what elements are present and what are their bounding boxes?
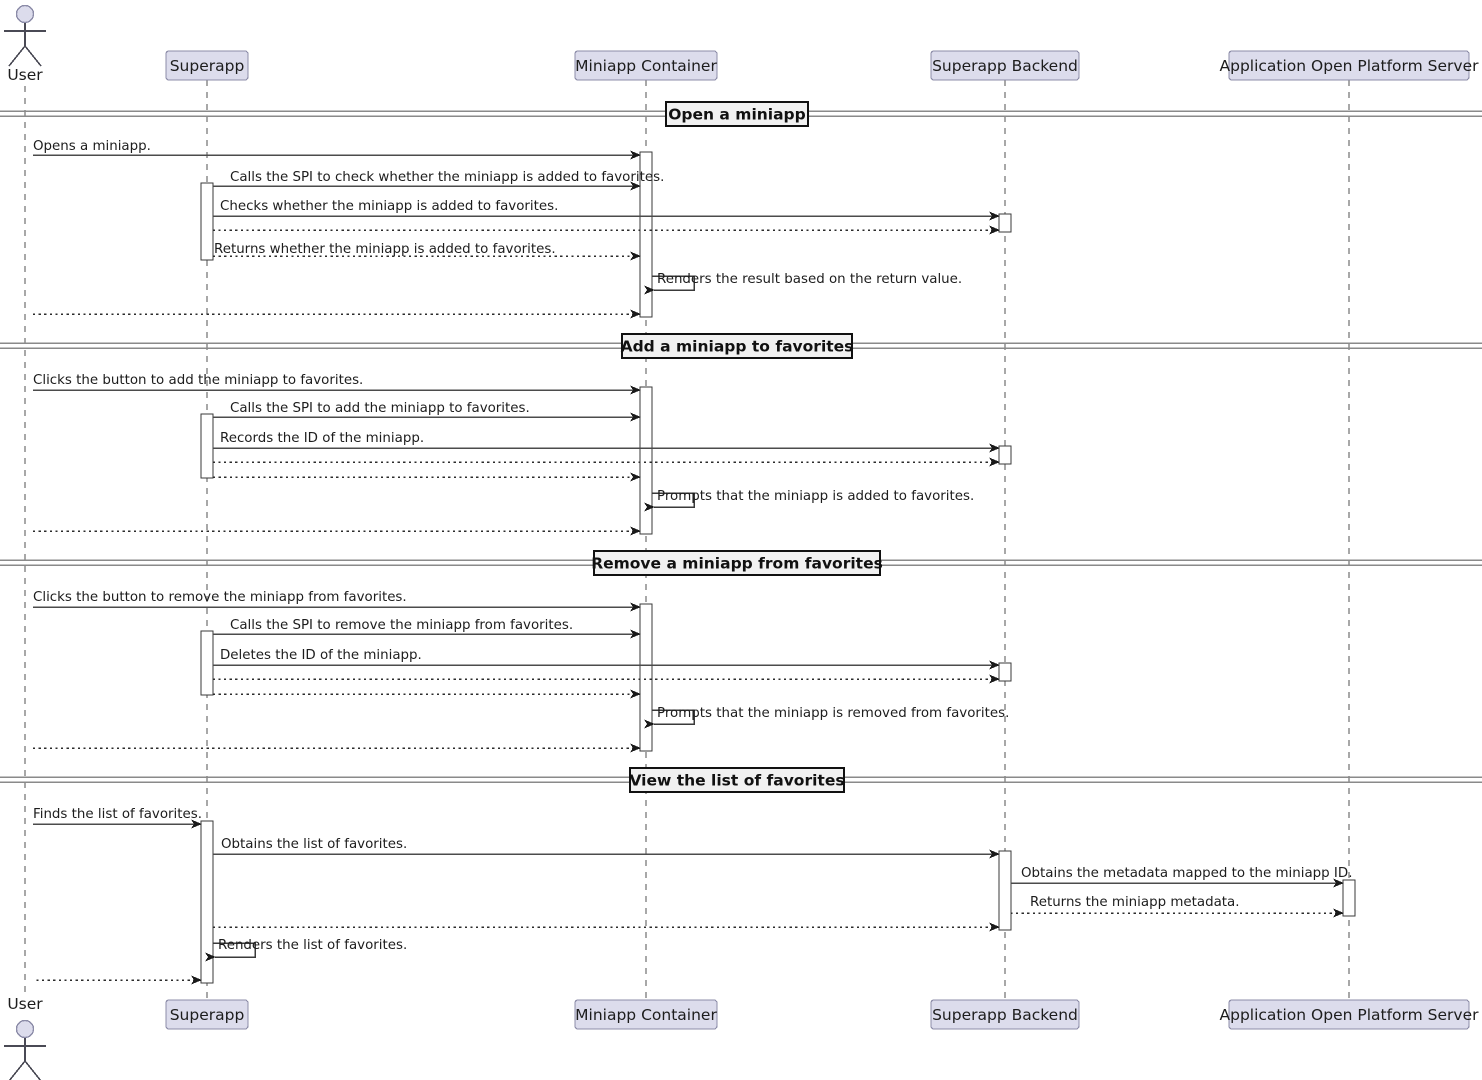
- message-m22: Finds the list of favorites.: [33, 807, 202, 829]
- participant-label-backend: Superapp Backend: [932, 1006, 1078, 1024]
- participant-container-header[interactable]: Miniapp Container: [574, 50, 718, 81]
- message-label-m9: Calls the SPI to add the miniapp to favo…: [230, 401, 530, 416]
- message-m3: Checks whether the miniapp is added to f…: [213, 199, 1000, 221]
- participant-label-platform: Application Open Platform Server: [1220, 1006, 1480, 1024]
- message-m17: Deletes the ID of the miniapp.: [213, 648, 1000, 670]
- participant-superapp-footer[interactable]: Superapp: [165, 999, 249, 1030]
- message-label-m8: Clicks the button to add the miniapp to …: [33, 373, 363, 388]
- participant-label-backend: Superapp Backend: [932, 57, 1078, 75]
- message-m20: Prompts that the miniapp is removed from…: [644, 706, 1009, 729]
- section-divider-open-a-miniapp: Open a miniapp: [0, 100, 1482, 128]
- section-label-view-the-list-of-favorites: View the list of favorites: [629, 772, 844, 790]
- participant-superapp-header[interactable]: Superapp: [165, 50, 249, 81]
- actor-label-user: User: [7, 66, 43, 84]
- message-m9: Calls the SPI to add the miniapp to favo…: [213, 401, 641, 422]
- message-m8: Clicks the button to add the miniapp to …: [33, 373, 641, 395]
- participant-backend-header[interactable]: Superapp Backend: [930, 50, 1080, 81]
- message-m25: Returns the miniapp metadata.: [1011, 895, 1344, 918]
- lifelines-layer: [24, 80, 1350, 1000]
- message-label-m1: Opens a miniapp.: [33, 139, 151, 154]
- message-m27: Renders the list of favorites.: [205, 938, 407, 962]
- activation-bar-add-a-miniapp-to-favorites-container: [639, 386, 653, 535]
- message-label-m27: Renders the list of favorites.: [218, 938, 407, 953]
- activation-bar-open-a-miniapp-container: [639, 151, 653, 318]
- participant-platform-header[interactable]: Application Open Platform Server: [1220, 50, 1480, 81]
- message-label-m24: Obtains the metadata mapped to the minia…: [1021, 866, 1352, 881]
- participant-backend-footer[interactable]: Superapp Backend: [930, 999, 1080, 1030]
- participant-label-platform: Application Open Platform Server: [1220, 57, 1480, 75]
- section-divider-remove-a-miniapp-from-favorites: Remove a miniapp from favorites: [0, 549, 1482, 577]
- activation-bar-open-a-miniapp-backend: [998, 213, 1012, 233]
- activation-bar-view-the-list-of-favorites-backend: [998, 850, 1012, 931]
- message-label-m6: Renders the result based on the return v…: [657, 272, 962, 287]
- participant-label-superapp: Superapp: [170, 57, 245, 75]
- section-label-remove-a-miniapp-from-favorites: Remove a miniapp from favorites: [591, 555, 883, 573]
- message-label-m10: Records the ID of the miniapp.: [220, 431, 424, 446]
- message-label-m22: Finds the list of favorites.: [33, 807, 202, 822]
- activation-bar-remove-a-miniapp-from-favorites-backend: [998, 662, 1012, 682]
- message-m24: Obtains the metadata mapped to the minia…: [1011, 866, 1352, 888]
- message-m23: Obtains the list of favorites.: [213, 837, 1000, 859]
- message-label-m2: Calls the SPI to check whether the minia…: [230, 170, 664, 185]
- section-divider-view-the-list-of-favorites: View the list of favorites: [0, 766, 1482, 794]
- message-label-m13: Prompts that the miniapp is added to fav…: [657, 489, 974, 504]
- section-divider-add-a-miniapp-to-favorites: Add a miniapp to favorites: [0, 332, 1482, 360]
- message-label-m5: Returns whether the miniapp is added to …: [214, 242, 556, 257]
- participant-label-container: Miniapp Container: [575, 1006, 717, 1024]
- actor-head-icon: [15, 4, 35, 24]
- message-m5: Returns whether the miniapp is added to …: [213, 242, 641, 261]
- message-m1: Opens a miniapp.: [33, 139, 641, 160]
- message-label-m15: Clicks the button to remove the miniapp …: [33, 590, 407, 605]
- message-m15: Clicks the button to remove the miniapp …: [33, 590, 641, 612]
- message-label-m16: Calls the SPI to remove the miniapp from…: [230, 618, 573, 633]
- message-m16: Calls the SPI to remove the miniapp from…: [213, 618, 641, 639]
- participant-label-container: Miniapp Container: [575, 57, 717, 75]
- message-m13: Prompts that the miniapp is added to fav…: [644, 489, 974, 512]
- section-label-add-a-miniapp-to-favorites: Add a miniapp to favorites: [621, 338, 854, 356]
- messages-layer: Opens a miniapp. Calls the SPI to check w…: [33, 139, 1352, 985]
- activation-bar-remove-a-miniapp-from-favorites-superapp: [200, 630, 214, 696]
- actor-user: User: [4, 995, 46, 1080]
- message-m2: Calls the SPI to check whether the minia…: [213, 170, 664, 191]
- message-m6: Renders the result based on the return v…: [644, 272, 962, 295]
- message-label-m25: Returns the miniapp metadata.: [1030, 895, 1240, 910]
- actor-head-icon: [15, 1019, 35, 1039]
- activation-bar-view-the-list-of-favorites-superapp: [200, 820, 214, 984]
- message-label-m3: Checks whether the miniapp is added to f…: [220, 199, 558, 214]
- activation-bar-add-a-miniapp-to-favorites-backend: [998, 445, 1012, 465]
- participant-label-superapp: Superapp: [170, 1006, 245, 1024]
- message-label-m23: Obtains the list of favorites.: [221, 837, 407, 852]
- message-m10: Records the ID of the miniapp.: [213, 431, 1000, 453]
- section-label-open-a-miniapp: Open a miniapp: [668, 106, 806, 124]
- message-label-m20: Prompts that the miniapp is removed from…: [657, 706, 1009, 721]
- actor-user: User: [4, 4, 46, 84]
- activation-bar-view-the-list-of-favorites-platform: [1342, 879, 1356, 917]
- participant-platform-footer[interactable]: Application Open Platform Server: [1220, 999, 1480, 1030]
- activation-bar-add-a-miniapp-to-favorites-superapp: [200, 413, 214, 479]
- activation-bars-layer: [200, 151, 1356, 984]
- message-label-m17: Deletes the ID of the miniapp.: [220, 648, 422, 663]
- activation-bar-open-a-miniapp-superapp: [200, 182, 214, 261]
- activation-bar-remove-a-miniapp-from-favorites-container: [639, 603, 653, 752]
- participant-container-footer[interactable]: Miniapp Container: [574, 999, 718, 1030]
- actor-label-user: User: [7, 995, 43, 1013]
